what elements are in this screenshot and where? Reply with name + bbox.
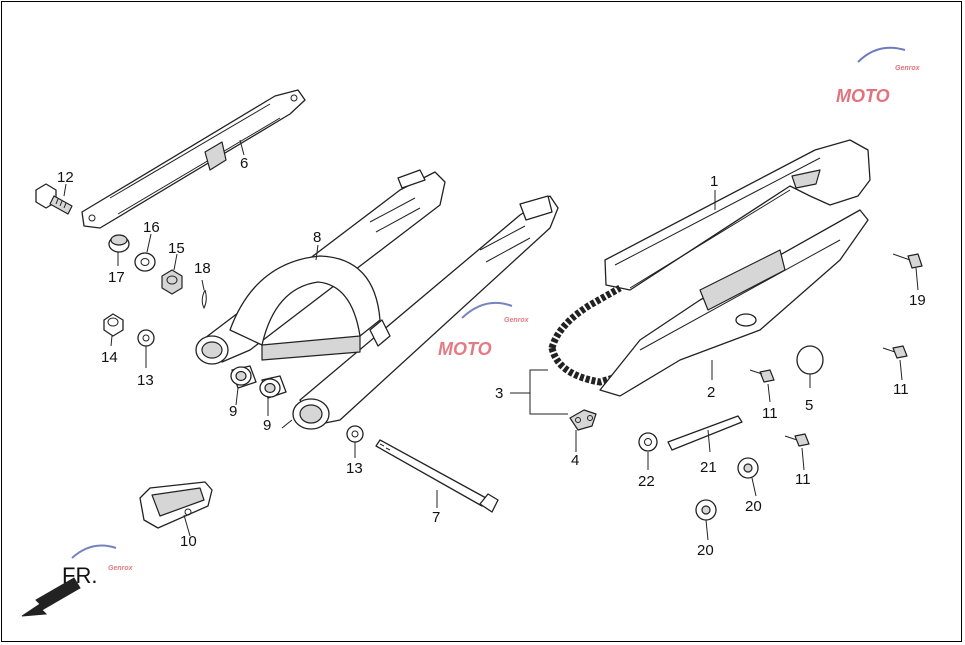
part-14-nut [103,313,124,337]
svg-text:MOTO: MOTO [836,86,890,106]
part-20-grommet-b [695,499,717,521]
front-direction-label: FR. [62,563,97,588]
watermark-logo-center: MOTO Genrox [438,302,530,359]
callout-20-b: 20 [697,542,714,559]
part-12-bolt [35,183,73,215]
part-15-nut [161,269,183,295]
part-11-bolt-a [749,369,775,383]
part-19-bolt [892,253,923,269]
part-18-cotter-pin [201,289,207,310]
callout-11-b: 11 [893,381,909,398]
callout-17: 17 [108,269,125,286]
callout-21: 21 [700,459,717,476]
callout-8: 8 [313,229,321,246]
part-7-pivot-axle [375,439,499,513]
part-13-washer-left [137,329,155,347]
callout-9-a: 9 [229,403,237,420]
part-16-washer [134,252,156,272]
callout-13-a: 13 [137,372,154,389]
callout-3: 3 [495,385,503,402]
callout-6: 6 [240,155,248,172]
part-6-chain-guide-bar [81,89,306,229]
callout-11-a: 11 [762,405,778,422]
callout-1: 1 [710,173,718,190]
part-4-master-link [569,409,597,431]
callout-2: 2 [707,384,715,401]
callout-7: 7 [432,509,440,526]
callout-11-c: 11 [795,471,811,488]
callout-16: 16 [143,219,160,236]
part-3-drive-chain [548,284,642,386]
part-13-washer-center [346,425,364,443]
callout-9-b: 9 [263,417,271,434]
part-11-bolt-b [882,345,908,359]
part-1-upper-chain-case [604,139,871,291]
part-20-grommet-a [737,457,759,479]
front-direction-arrow: FR. [21,563,97,617]
callout-14: 14 [101,349,118,366]
part-10-chain-slider [139,481,213,529]
part-2-lower-chain-case [599,209,869,397]
part-17-collar [108,234,130,253]
leader-lines [63,139,919,541]
callout-18: 18 [194,260,211,277]
watermark-logo-top-right: MOTO Genrox [836,46,921,106]
callout-20-a: 20 [745,498,762,515]
callout-13-b: 13 [346,460,363,477]
callout-15: 15 [168,240,185,257]
callout-12: 12 [57,169,74,186]
part-11-bolt-c [784,433,810,447]
svg-text:Genrox: Genrox [504,317,530,324]
callout-10: 10 [180,533,197,550]
part-21-strip [667,415,743,451]
svg-text:Genrox: Genrox [895,65,921,72]
part-9-bushing-b [259,375,287,399]
part-5-cap [796,345,824,375]
watermark-logo-bottom-left: Genrox [71,544,134,572]
svg-text:MOTO: MOTO [438,339,492,359]
part-22-washer [638,432,658,452]
callout-19: 19 [909,292,926,309]
part-8-swingarm [195,169,559,430]
callout-labels: 1 2 3 4 5 6 7 8 9 9 10 11 11 11 12 13 13… [57,155,926,559]
part-9-bushing-a [230,365,257,389]
callout-5: 5 [805,397,813,414]
callout-4: 4 [571,452,579,469]
callout-22: 22 [638,473,655,490]
svg-text:Genrox: Genrox [108,565,134,572]
